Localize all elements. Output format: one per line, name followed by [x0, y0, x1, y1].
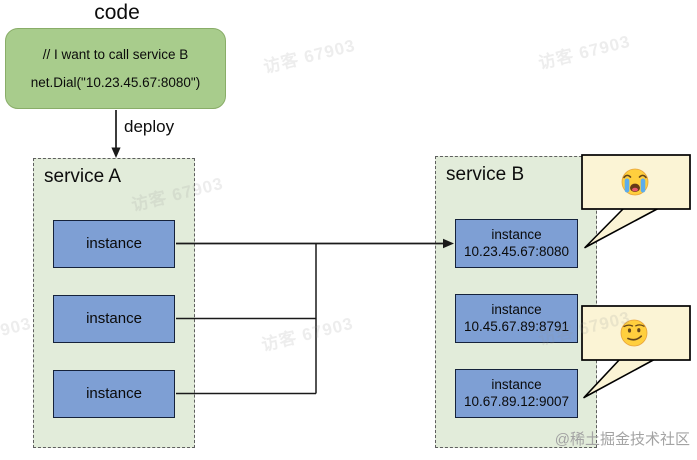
- deploy-arrow: [111, 110, 121, 158]
- instance-address: 10.67.89.12:9007: [463, 393, 570, 409]
- code-dial-line: net.Dial("10.23.45.67:8080"): [30, 75, 201, 90]
- code-comment-line: // I want to call service B: [42, 47, 189, 62]
- service-a-instance-2: instance: [53, 295, 175, 343]
- visitor-watermark: 访客 67903: [259, 313, 356, 356]
- instance-label: instance: [491, 226, 542, 242]
- instance-label: instance: [86, 234, 142, 252]
- crying-face-emoji: [621, 168, 649, 196]
- visitor-watermark: 访客 67903: [536, 31, 633, 74]
- service-a-instance-1: instance: [53, 220, 175, 268]
- instance-address: 10.23.45.67:8080: [463, 243, 570, 259]
- callout-bubble-crying: [581, 154, 691, 249]
- instance-label: instance: [491, 301, 542, 317]
- callout-bubble-smirking: [581, 305, 691, 399]
- visitor-watermark: 访客 67903: [0, 313, 34, 355]
- instance-label: instance: [86, 384, 142, 402]
- connection-a1-to-b1: [176, 238, 454, 249]
- service-b-instance-2: instance 10.45.67.89:8791: [455, 294, 578, 343]
- instance-address: 10.45.67.89:8791: [463, 318, 570, 334]
- service-b-instance-3: instance 10.67.89.12:9007: [455, 369, 578, 418]
- service-b-title: service B: [446, 164, 525, 185]
- deploy-label: deploy: [124, 117, 175, 136]
- visitor-watermark: 访客 67903: [261, 35, 358, 78]
- instance-label: instance: [86, 309, 142, 327]
- service-a-title: service A: [44, 166, 122, 187]
- code-snippet-box: // I want to call service B net.Dial("10…: [5, 28, 226, 109]
- service-b-instance-1: instance 10.23.45.67:8080: [455, 219, 578, 268]
- service-a-instance-3: instance: [53, 370, 175, 418]
- code-section-title: code: [94, 1, 140, 24]
- instance-label: instance: [491, 376, 542, 392]
- smirking-face-emoji: [620, 319, 648, 347]
